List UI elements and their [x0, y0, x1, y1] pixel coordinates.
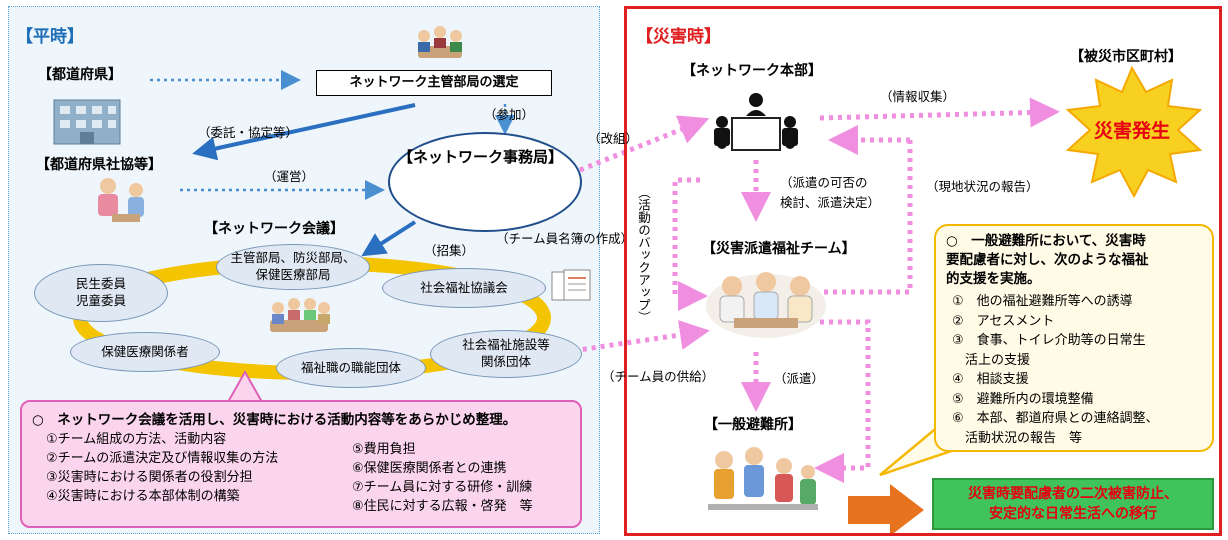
prefecture-label: 【都道府県】: [38, 67, 122, 83]
member-line: 保健医療関係者: [101, 343, 189, 359]
member-supply-label: （チーム員の供給）: [602, 369, 715, 384]
status-report-label: （現地状況の報告）: [926, 179, 1039, 194]
member-health-medical: 保健医療関係者: [70, 332, 220, 372]
arrow-status-report: [823, 140, 913, 295]
participation-label: （参加）: [484, 107, 535, 122]
summary-item: ⑧住民に対する広報・啓発 等: [352, 499, 533, 514]
affected-municipality-label: 【被災市区町村】: [1070, 49, 1182, 65]
member-line: 社会福祉施設等: [462, 337, 550, 353]
summary-box: [20, 400, 582, 528]
summary-item: ⑤費用負担: [352, 442, 416, 457]
reorganize-label: （改組）: [588, 131, 639, 146]
support-item: ⑤ 避難所内の環境整備: [952, 391, 1094, 407]
arrow-commission: [192, 103, 416, 161]
support-heading-line: 的支援を実施。: [946, 271, 1041, 287]
member-line: 関係団体: [480, 354, 531, 369]
support-heading: ○ 一般避難所において、災害時 要配慮者に対し、次のような福祉 的支援を実施。: [946, 232, 1149, 289]
roster-documents-image: [551, 269, 591, 301]
info-collection-label: （情報収集）: [880, 89, 956, 104]
selection-box: ネットワーク主管部局の選定: [316, 70, 552, 96]
support-item: ③ 食事、トイレ介助等の日常生: [952, 333, 1146, 348]
summary-item: ⑥保健医療関係者との連携: [352, 461, 507, 476]
member-line: 保健医療部局: [255, 267, 331, 282]
shelter-label: 【一般避難所】: [704, 417, 802, 433]
result-line-2: 安定的な日常生活への移行: [989, 506, 1157, 522]
member-line: 児童委員: [75, 293, 126, 308]
member-line: 福祉職の職能団体: [300, 359, 401, 375]
member-professional-groups: 福祉職の職能団体: [276, 348, 426, 388]
summary-left-list: ①チーム組成の方法、活動内容 ②チームの派遣決定及び情報収集の方法 ③災害時にお…: [46, 430, 278, 506]
welfare-team-label: 【災害派遣福祉チーム】: [702, 241, 856, 257]
hq-label: 【ネットワーク本部】: [682, 63, 822, 79]
disaster-panel: [624, 6, 1222, 536]
support-item: ② アセスメント: [952, 313, 1055, 329]
result-box: 災害時要配慮者の二次被害防止、 安定的な日常生活への移行: [932, 478, 1214, 530]
summary-item: ④災害時における本部体制の構築: [46, 489, 240, 504]
prefecture-building-image: [53, 99, 121, 145]
summary-item: ⑦チーム員に対する研修・訓練: [352, 480, 533, 495]
support-item: ⑥ 本部、都道府県との連絡調整、: [952, 411, 1159, 426]
support-item: 活上の支援: [952, 352, 1031, 368]
roster-label: （チーム員名簿の作成）: [496, 231, 634, 246]
arrow-info-collection: [819, 97, 1060, 128]
council-counseling-image: [98, 178, 144, 222]
normal-times-title: 【平時】: [16, 27, 84, 47]
prefecture-council-label: 【都道府県社協等】: [36, 157, 162, 173]
member-line: 主管部局、防災部局、: [230, 250, 356, 266]
secretariat-ellipse: [388, 132, 582, 232]
member-line: 民生委員: [75, 276, 126, 292]
support-item: ④ 相談支援: [952, 372, 1029, 387]
support-list: ① 他の福祉避難所等への誘導 ② アセスメント ③ 食事、トイレ介助等の日常生 …: [952, 292, 1159, 448]
welfare-team-image: [706, 272, 826, 338]
support-heading-line: ○ 一般避難所において、災害時: [946, 233, 1146, 249]
support-heading-line: 要配慮者に対し、次のような福祉: [946, 252, 1149, 268]
backup-label: （活動のバックアップ）: [636, 186, 651, 324]
dispatch-decision-line2: 検討、派遣決定）: [780, 195, 881, 210]
member-admin-departments: 主管部局、防災部局、保健医療部局: [216, 244, 370, 290]
result-arrow: [848, 484, 924, 536]
disaster-title: 【災害時】: [636, 27, 721, 47]
summary-item: ③災害時における関係者の役割分担: [46, 470, 253, 485]
network-meeting-label: 【ネットワーク会議】: [204, 221, 344, 237]
member-welfare-facilities: 社会福祉施設等関係団体: [430, 330, 582, 378]
member-social-welfare-council: 社会福祉協議会: [382, 268, 546, 308]
arrow-shelter-loop: [814, 319, 871, 483]
commission-label: （委託・協定等）: [198, 125, 299, 140]
member-line: 社会福祉協議会: [420, 279, 508, 295]
operation-label: （運営）: [264, 169, 315, 184]
arrow-backup: [672, 177, 708, 311]
shelter-evacuees-image: [708, 447, 818, 510]
support-item: 活動状況の報告 等: [952, 430, 1083, 446]
summary-right-list: ⑤費用負担 ⑥保健医療関係者との連携 ⑦チーム員に対する研修・訓練 ⑧住民に対す…: [352, 440, 533, 516]
hq-meeting-icon: [714, 93, 798, 151]
outbreak-burst: [1065, 65, 1203, 199]
convene-label: （招集）: [424, 243, 475, 258]
result-line-1: 災害時要配慮者の二次被害防止、: [968, 485, 1178, 502]
arrow-reorganize: [579, 115, 710, 173]
arrow-convene: [361, 220, 417, 257]
summary-item: ①チーム組成の方法、活動内容: [46, 432, 227, 447]
member-welfare-commissioners: 民生委員児童委員: [34, 264, 168, 322]
support-item: ① 他の福祉避難所等への誘導: [952, 294, 1133, 309]
summary-item: ②チームの派遣決定及び情報収集の方法: [46, 451, 279, 466]
dispatch-label: （派遣）: [774, 371, 825, 386]
support-box: [934, 224, 1214, 452]
summary-heading: ○ ネットワーク会議を活用し、災害時における活動内容等をあらかじめ整理。: [32, 412, 517, 428]
secretariat-label: 【ネットワーク事務局】: [398, 148, 564, 166]
outbreak-label: 災害発生: [1094, 120, 1171, 142]
meeting-people-image: [270, 298, 330, 332]
selection-meeting-image: [418, 26, 462, 58]
dispatch-decision-line1: （派遣の可否の: [780, 175, 868, 190]
